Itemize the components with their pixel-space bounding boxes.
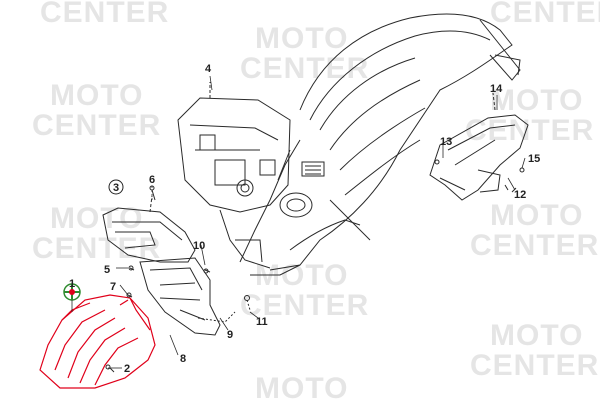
callout-3-marker: 3 <box>108 179 124 195</box>
callout-labels: 1 2 3 4 5 6 7 8 9 10 11 12 13 14 15 <box>69 63 540 375</box>
watermark-text: CENTER <box>490 0 600 29</box>
watermark-text: CENTER <box>240 52 369 85</box>
part-5-front-cover <box>139 257 236 336</box>
watermark-text: CENTER <box>240 289 369 322</box>
part-14-rear-bracket <box>429 92 529 201</box>
callout-5: 5 <box>104 264 110 276</box>
callout-8: 8 <box>180 353 186 365</box>
callout-9: 9 <box>227 329 233 341</box>
part-3-inner-fender <box>102 195 196 263</box>
watermark-layer: CENTER MOTO CENTER CENTER MOTO CENTER MO… <box>32 0 600 400</box>
watermark-text: CENTER <box>40 0 169 29</box>
callout-14: 14 <box>490 83 503 95</box>
callout-1: 1 <box>69 278 75 290</box>
watermark-logo: CENTER MOTO CENTER CENTER MOTO CENTER MO… <box>32 0 600 400</box>
watermark-text: CENTER <box>32 109 161 142</box>
leader-lines <box>71 75 526 369</box>
callout-10: 10 <box>193 240 205 252</box>
callout-7: 7 <box>110 281 116 293</box>
watermark-text: CENTER <box>470 229 599 262</box>
watermark-text: CENTER <box>465 114 594 147</box>
watermark-text: MOTO <box>490 199 583 232</box>
callout-3: 3 <box>113 182 119 194</box>
callout-12: 12 <box>514 189 526 201</box>
callout-2: 2 <box>124 363 130 375</box>
callout-15: 15 <box>528 153 540 165</box>
callout-6: 6 <box>149 174 155 186</box>
watermark-text: MOTO <box>255 22 348 55</box>
callout-11: 11 <box>256 316 268 328</box>
watermark-text: MOTO <box>255 372 348 400</box>
watermark-text: MOTO <box>490 84 583 117</box>
watermark-text: MOTO <box>490 319 583 352</box>
callout-13: 13 <box>440 136 452 148</box>
callout-4: 4 <box>205 63 212 75</box>
watermark-text: CENTER <box>470 349 599 382</box>
watermark-text: MOTO <box>50 202 143 235</box>
watermark-text: MOTO <box>50 79 143 112</box>
part-4-storage-box <box>177 82 291 269</box>
part-1-front-mudguard <box>39 294 156 389</box>
scooter-body <box>239 13 521 276</box>
watermark-text: CENTER <box>32 232 161 265</box>
